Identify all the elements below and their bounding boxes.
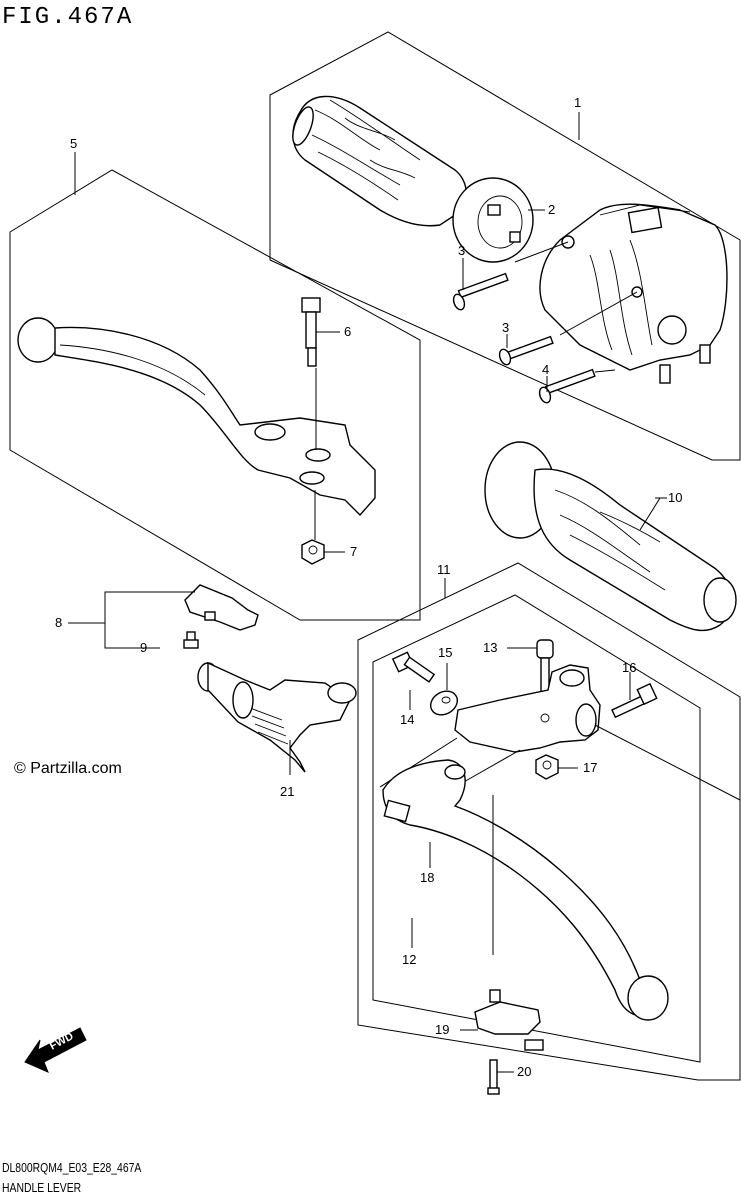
callout-15: 15: [438, 645, 452, 660]
adjuster-screw-part-14: [391, 651, 436, 683]
clutch-switch-part-19: [474, 989, 544, 1051]
callout-3b: 3: [502, 320, 509, 335]
group-1-outline: [269, 31, 741, 461]
callout-3a: 3: [458, 243, 465, 258]
screw-part-20: [487, 1059, 500, 1095]
nut-part-7: [301, 539, 325, 565]
callout-17: 16: [622, 660, 636, 675]
right-grip: [292, 95, 467, 227]
callout-11: 11: [437, 562, 451, 577]
callout-9: 9: [140, 640, 147, 655]
callout-21: 21: [280, 784, 294, 799]
bolt-part-17: [611, 682, 658, 719]
fwd-arrow-icon: FWD: [24, 1027, 87, 1073]
callout-10: 10: [668, 490, 682, 505]
callout-20: 20: [517, 1064, 531, 1079]
lever-holder-part-21: [197, 661, 357, 773]
footer-name: HANDLE LEVER: [2, 1180, 82, 1195]
callout-18: 17: [583, 760, 597, 775]
callout-19: 19: [435, 1022, 449, 1037]
screw-4: [538, 368, 596, 404]
screw-part-9: [183, 631, 199, 649]
screw-3a: [452, 272, 509, 311]
callout-7: 7: [350, 544, 357, 559]
clutch-lever-bracket: [454, 664, 601, 753]
callout-8: 8: [55, 615, 62, 630]
callout-16: 18: [420, 870, 434, 885]
footer-code: DL800RQM4_E03_E28_467A: [2, 1160, 142, 1175]
watermark-text: © Partzilla.com: [14, 760, 122, 777]
pivot-bolt-part-6: [301, 297, 321, 367]
grip-flange-part-2: [452, 177, 534, 263]
callout-12: 12: [402, 952, 416, 967]
clutch-lever-part-16: [382, 759, 669, 1021]
callout-4: 4: [542, 362, 549, 377]
left-grip-part-10: [484, 441, 737, 632]
callout-1: 1: [574, 95, 581, 110]
figure-title: FIG.467A: [2, 4, 134, 31]
group-12-outline: [372, 594, 701, 1063]
callout-2: 2: [548, 202, 555, 217]
switch-housing: [539, 203, 728, 384]
callout-13: 13: [483, 640, 497, 655]
callout-6: 6: [344, 324, 351, 339]
group-11-outline: [357, 562, 741, 1081]
brake-lever: [17, 317, 376, 517]
screw-3b: [498, 335, 554, 366]
washer-part-15: [429, 690, 459, 716]
group-5-outline: [9, 169, 421, 621]
callout-14: 14: [400, 712, 414, 727]
nut-part-18: [535, 754, 559, 780]
callout-5: 5: [70, 136, 77, 151]
brake-switch-part-8: [184, 584, 259, 631]
